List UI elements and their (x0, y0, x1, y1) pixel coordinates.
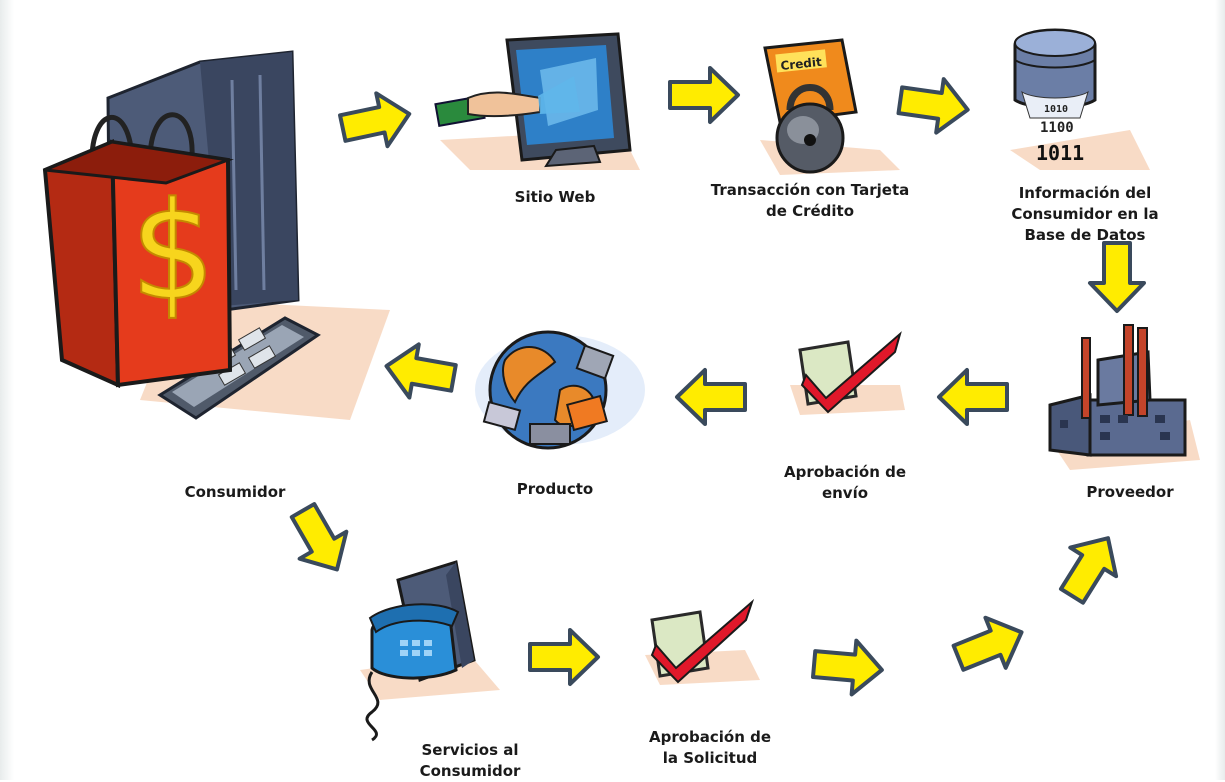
node-label-servicios: Servicios al Consumidor (419, 741, 521, 780)
flow-arrow (937, 368, 1009, 426)
node-label-consumidor: Consumidor (184, 483, 286, 501)
checkmark-icon (790, 331, 905, 415)
telephone-icon (360, 560, 500, 742)
node-label-aprobacion-envio: Aprobación de envío (783, 463, 907, 502)
flow-arrow (277, 495, 363, 585)
credit-card-lock-icon: Credit (760, 38, 900, 175)
flow-arrow (894, 71, 974, 139)
left-edge-shade (0, 0, 14, 780)
flow-arrow (528, 628, 600, 686)
checkmark-icon (645, 598, 760, 685)
node-label-proveedor: Proveedor (1086, 483, 1174, 501)
svg-text:$: $ (130, 173, 216, 330)
node-label-informacion: Información del Consumidor en la Base de… (1011, 184, 1159, 244)
monitor-money-icon (434, 32, 640, 170)
flow-arrow (668, 66, 740, 124)
flow-arrow (1047, 521, 1133, 613)
shopping-bag-computer-icon: $ (42, 50, 390, 420)
svg-text:1100: 1100 (1040, 120, 1074, 136)
flow-arrow (675, 368, 747, 426)
factory-icon (1048, 324, 1200, 470)
flow-arrow (335, 85, 417, 157)
node-label-producto: Producto (516, 480, 594, 498)
svg-text:Credit: Credit (780, 55, 823, 73)
svg-text:1010: 1010 (1044, 104, 1068, 115)
svg-text:1011: 1011 (1036, 141, 1084, 165)
database-binary-icon: 1010 1100 1011 (1010, 28, 1150, 170)
flow-arrow (809, 635, 887, 699)
right-edge-shade (1215, 0, 1225, 780)
flow-arrow (946, 605, 1034, 685)
globe-package-icon (475, 330, 645, 450)
flow-arrow (1088, 241, 1146, 313)
node-label-sitio-web: Sitio Web (514, 188, 596, 206)
flow-arrow (379, 337, 461, 407)
node-label-transaccion: Transacción con Tarjeta de Crédito (710, 181, 910, 220)
node-label-aprobacion-solicitud: Aprobación de la Solicitud (648, 728, 772, 767)
